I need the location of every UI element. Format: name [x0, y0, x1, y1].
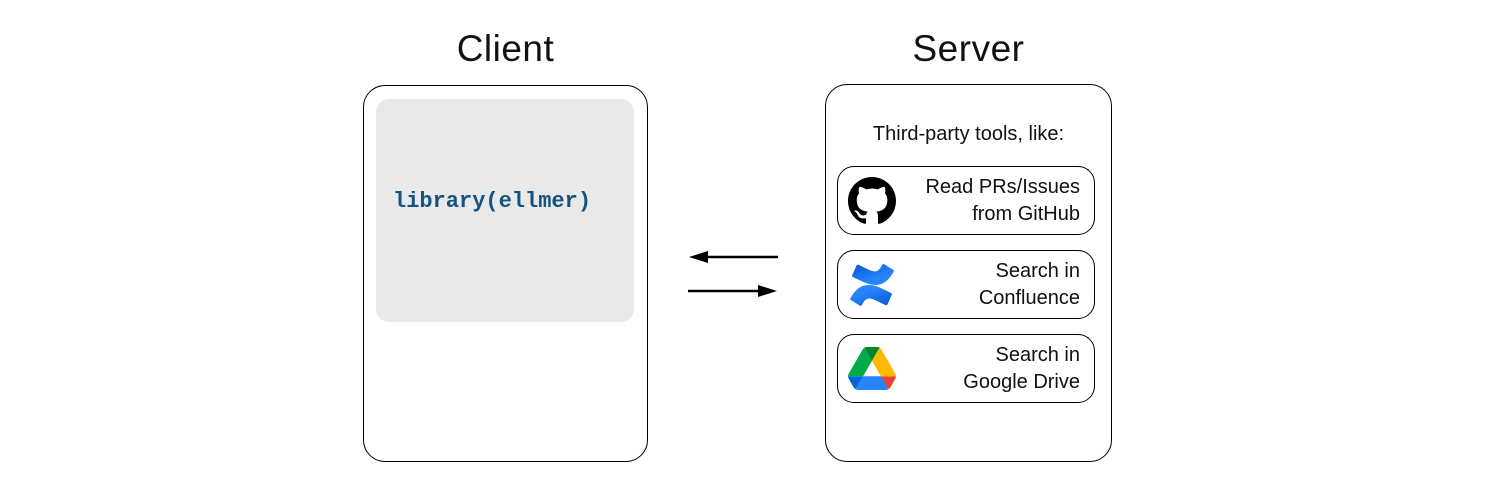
- github-icon: [848, 176, 896, 225]
- server-title: Server: [912, 28, 1025, 69]
- tool-card-confluence: Search in Confluence: [837, 250, 1095, 319]
- confluence-icon: [848, 261, 896, 309]
- tool-label-line1: Search in: [995, 259, 1081, 282]
- client-code-block: library(ellmer) ch <- chat_*() ch$set_to…: [376, 99, 634, 322]
- tool-label: Search in Google Drive: [896, 342, 1080, 396]
- client-server-arrows: [688, 251, 778, 297]
- server-heading: Third-party tools, like:: [872, 123, 1065, 145]
- server-to-client-arrow-icon: [689, 251, 778, 263]
- tool-label-line2: Confluence: [978, 286, 1080, 309]
- tool-label-line1: Search in: [995, 343, 1081, 366]
- code-statement: ch <- chat_*(): [393, 283, 634, 322]
- tool-label: Read PRs/Issues from GitHub: [896, 174, 1080, 228]
- code-statement: library(ellmer): [393, 132, 634, 272]
- tool-label-line1: Read PRs/Issues: [925, 175, 1080, 198]
- tool-list: Read PRs/Issues from GitHub: [837, 166, 1095, 403]
- tool-label-line2: from GitHub: [972, 202, 1080, 225]
- tool-label-line2: Google Drive: [963, 370, 1080, 393]
- client-title: Client: [456, 28, 555, 69]
- tool-card-github: Read PRs/Issues from GitHub: [837, 166, 1095, 235]
- client-box: library(ellmer) ch <- chat_*() ch$set_to…: [363, 85, 648, 462]
- tool-card-google-drive: Search in Google Drive: [837, 334, 1095, 403]
- client-to-server-arrow-icon: [688, 285, 777, 297]
- code-line: library(ellmer): [393, 189, 592, 214]
- google-drive-icon: [848, 345, 896, 393]
- tool-label: Search in Confluence: [896, 258, 1080, 312]
- server-box: Third-party tools, like: Read PRs/Issues…: [825, 84, 1112, 462]
